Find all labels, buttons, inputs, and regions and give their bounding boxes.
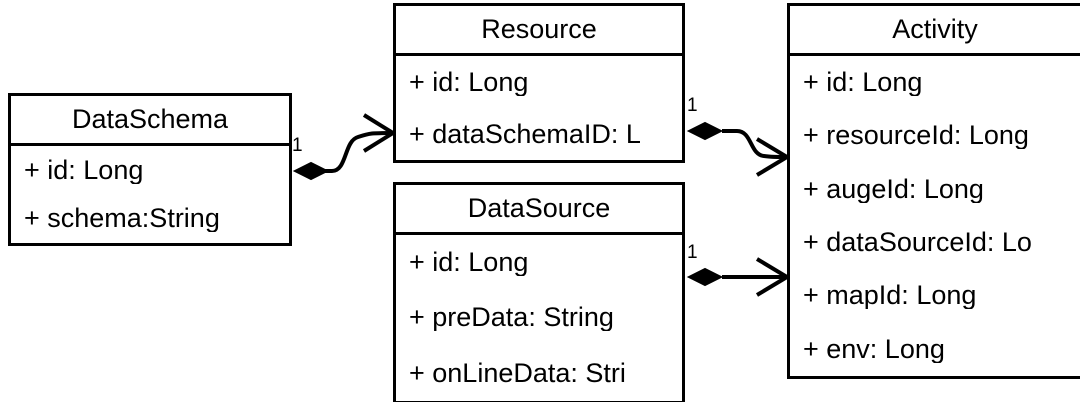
class-title-resource: Resource (396, 6, 682, 56)
class-box-activity[interactable]: Activity + id: Long + resourceId: Long +… (787, 3, 1080, 379)
class-box-datasource[interactable]: DataSource + id: Long + preData: String … (393, 182, 685, 402)
attribute-row: + mapId: Long (803, 282, 977, 310)
relation-datasource-activity[interactable] (686, 257, 791, 297)
class-box-dataschema[interactable]: DataSchema + id: Long + schema:String (8, 93, 292, 246)
attribute-row: + dataSchemaID: L (409, 120, 641, 148)
class-title-dataschema: DataSchema (11, 96, 289, 146)
attribute-list-activity: + id: Long + resourceId: Long + augeId: … (790, 56, 1080, 376)
attribute-row: + id: Long (24, 156, 144, 184)
attribute-row: + resourceId: Long (803, 122, 1029, 150)
multiplicity-datasource-activity: 1 (687, 242, 698, 263)
attribute-row: + augeId: Long (803, 175, 984, 203)
composition-diamond-resource (686, 121, 724, 141)
attribute-row: + id: Long (803, 69, 923, 97)
relation-dataschema-resource[interactable] (292, 113, 397, 181)
multiplicity-dataschema-resource: 1 (292, 135, 303, 156)
multiplicity-resource-activity: 1 (687, 95, 698, 116)
attribute-list-dataschema: + id: Long + schema:String (11, 146, 289, 243)
composition-diamond-dataschema (292, 161, 330, 181)
open-arrowhead-activity-from-resource (755, 137, 791, 177)
attribute-row: + dataSourceId: Lo (803, 229, 1032, 257)
attribute-list-datasource: + id: Long + preData: String + onLineDat… (396, 235, 682, 401)
attribute-row: + schema:String (24, 205, 220, 233)
attribute-list-resource: + id: Long + dataSchemaID: L (396, 56, 682, 160)
attribute-row: + preData: String (409, 304, 614, 332)
attribute-row: + id: Long (409, 68, 529, 96)
attribute-row: + onLineData: Stri (409, 359, 626, 387)
attribute-row: + id: Long (409, 249, 529, 277)
class-title-datasource: DataSource (396, 185, 682, 235)
composition-diamond-datasource (686, 267, 724, 287)
open-arrowhead-resource (362, 113, 397, 153)
class-title-activity: Activity (790, 6, 1080, 56)
attribute-row: + env: Long (803, 335, 945, 363)
relation-resource-activity[interactable] (686, 121, 791, 177)
class-box-resource[interactable]: Resource + id: Long + dataSchemaID: L (393, 3, 685, 163)
open-arrowhead-activity-from-datasource (755, 257, 791, 297)
relation-line-resource-activity (722, 129, 787, 159)
relation-line-dataschema-resource (313, 131, 393, 173)
